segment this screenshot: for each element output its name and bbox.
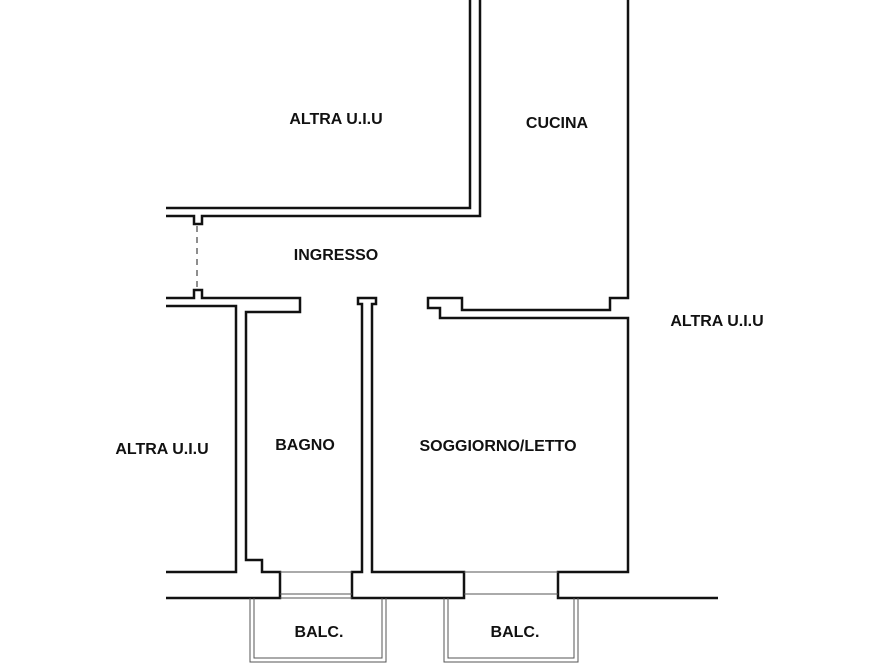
- label-balc-left: BALC.: [295, 624, 344, 641]
- wall-left-unit: [166, 288, 302, 600]
- balconies: [249, 598, 579, 663]
- label-ingresso: INGRESSO: [294, 247, 378, 264]
- label-altra-right: ALTRA U.I.U: [670, 313, 763, 330]
- label-soggiorno: SOGGIORNO/LETTO: [419, 438, 576, 455]
- walls: [166, 0, 718, 600]
- wall-upper-left-unit: [166, 0, 482, 226]
- label-altra-left: ALTRA U.I.U: [115, 441, 208, 458]
- wall-bagno-soggiorno: [350, 296, 466, 600]
- label-cucina: CUCINA: [526, 115, 589, 132]
- window-bagno: [280, 571, 352, 599]
- label-altra-top: ALTRA U.I.U: [289, 111, 382, 128]
- label-bagno: BAGNO: [275, 437, 335, 454]
- windows: [280, 571, 558, 599]
- window-soggiorno: [464, 571, 558, 595]
- wall-kitchen: [426, 0, 718, 600]
- balcony-right-outline: [443, 598, 579, 663]
- label-balc-right: BALC.: [491, 624, 540, 641]
- balcony-left-outline: [249, 598, 387, 663]
- room-labels: ALTRA U.I.U CUCINA INGRESSO ALTRA U.I.U …: [115, 111, 763, 641]
